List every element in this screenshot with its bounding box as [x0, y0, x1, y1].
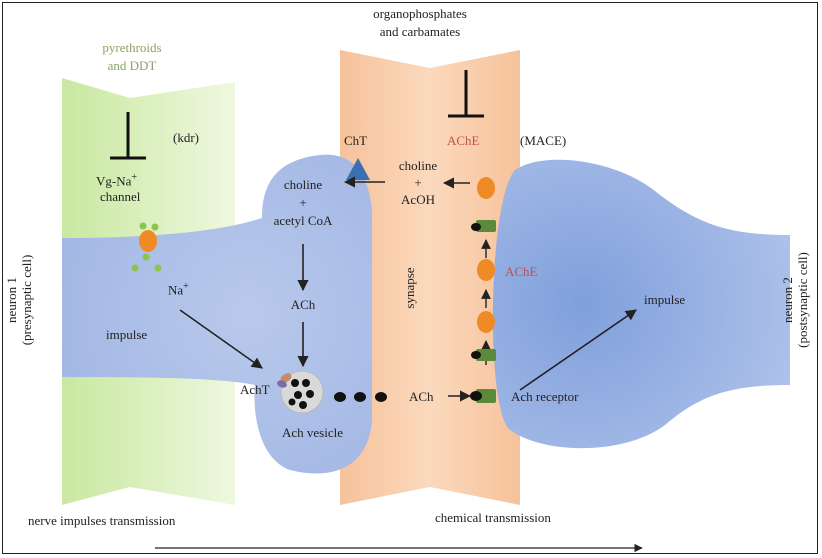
label-nerve-impulses-transmission: nerve impulses transmission: [28, 513, 176, 528]
label-ach-presynaptic: ACh: [290, 297, 316, 312]
acht-transporter-icon: [277, 373, 292, 388]
ach-receptors: [470, 220, 496, 403]
label-ache-mid: AChE: [505, 264, 538, 279]
label-and-carbamates: and carbamates: [379, 24, 461, 39]
label-plus-synaptic: +: [414, 175, 422, 190]
label-and-ddt: and DDT: [107, 58, 157, 73]
label-ach-synaptic: ACh: [409, 389, 434, 404]
arrow-impulse-presynaptic: [179, 309, 263, 369]
label-kdr: (kdr): [173, 130, 199, 145]
label-impulse-presynaptic: impulse: [106, 327, 148, 342]
label-choline-synaptic: choline: [398, 158, 438, 173]
label-na-ion: Na+: [168, 281, 189, 298]
ach-vesicle-icon: [280, 370, 324, 414]
label-plus-presynaptic: +: [299, 195, 307, 210]
label-cht: ChT: [344, 133, 368, 148]
label-acoh: AcOH: [401, 192, 435, 207]
label-ach-receptor: Ach receptor: [511, 389, 579, 404]
released-ach-molecules: [334, 392, 387, 402]
label-synapse: synapse: [402, 267, 417, 309]
label-acetyl-coa: acetyl CoA: [273, 213, 333, 228]
label-chemical-transmission: chemical transmission: [435, 510, 551, 525]
label-ache-top: AChE: [447, 133, 480, 148]
ache-enzymes: [477, 177, 495, 333]
label-impulse-postsynaptic: impulse: [644, 292, 686, 307]
label-neuron-2: neuron 2 (postsynaptic cell): [780, 252, 810, 348]
inhibition-symbol-kdr: [110, 112, 146, 160]
cht-transporter-icon: [346, 158, 370, 180]
neuron-2-body: [492, 159, 790, 449]
label-channel: channel: [100, 189, 141, 204]
arrow-impulse-postsynaptic: [519, 309, 637, 391]
na-channel-icon: [131, 222, 162, 272]
label-mace: (MACE): [520, 133, 567, 148]
label-neuron-1: neuron 1 (presynaptic cell): [4, 254, 34, 346]
inhibition-symbol-mace: [448, 70, 484, 118]
label-choline-presynaptic: choline: [283, 177, 323, 192]
label-pyrethroids: pyrethroids: [102, 40, 162, 55]
label-acht: AchT: [240, 382, 270, 397]
label-vg-na: Vg-Na+: [96, 172, 138, 189]
label-ach-vesicle: Ach vesicle: [282, 425, 344, 440]
label-organophosphates: organophosphates: [373, 6, 467, 21]
